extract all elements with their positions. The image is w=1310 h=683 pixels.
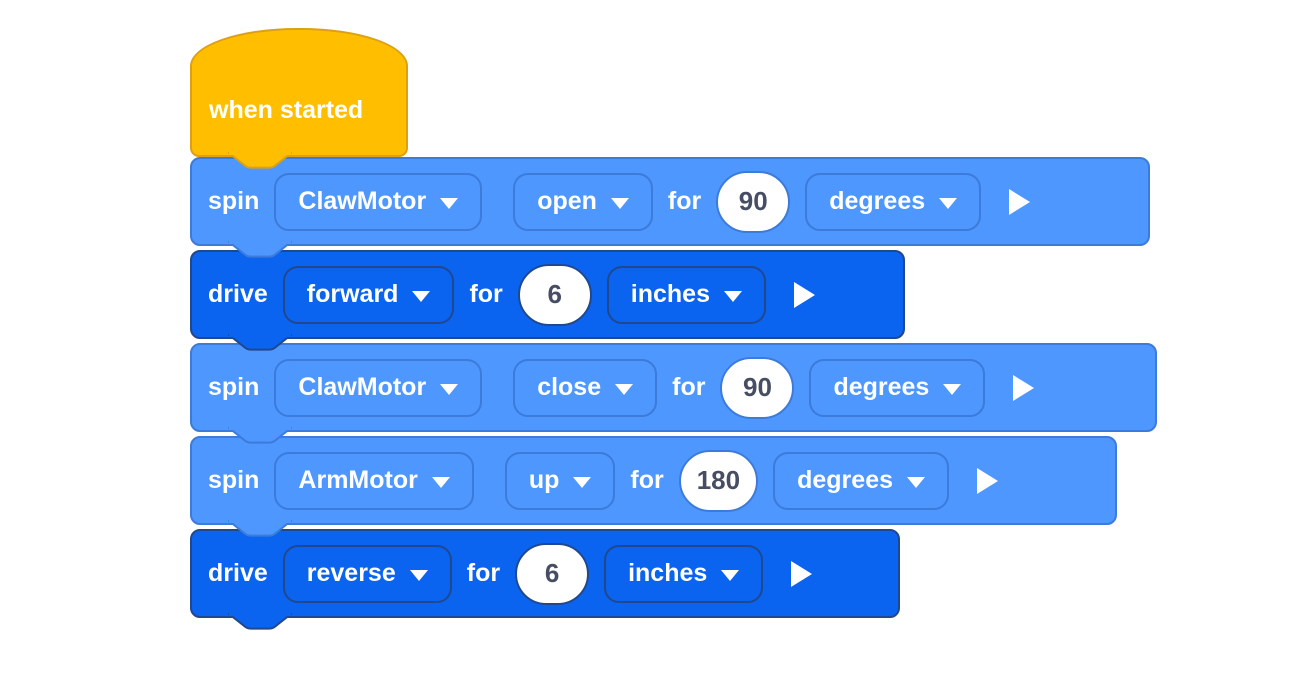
play-icon: [1013, 374, 1035, 401]
connector-tab-icon: [228, 152, 292, 169]
for-label: for: [466, 559, 501, 587]
drive-block-1[interactable]: drive forward for 6 inches: [190, 250, 905, 351]
spin-block-2[interactable]: spin ClawMotor close for 90 degrees: [190, 343, 1157, 444]
value-input[interactable]: 6: [517, 263, 592, 326]
unit-dropdown[interactable]: inches: [604, 544, 764, 603]
spin-block-3[interactable]: spin ArmMotor up for 180 degrees: [190, 436, 1117, 537]
chevron-down-icon: [431, 476, 450, 488]
play-icon: [977, 467, 998, 494]
chevron-down-icon: [409, 569, 428, 581]
direction-dropdown[interactable]: up: [504, 451, 616, 510]
connector-tab-icon: [228, 241, 292, 258]
verb-label: spin: [208, 187, 260, 215]
when-started-hat-block[interactable]: when started: [190, 28, 408, 169]
unit-dropdown[interactable]: inches: [606, 265, 766, 324]
drive-block-2[interactable]: drive reverse for 6 inches: [190, 529, 900, 630]
chevron-down-icon: [440, 197, 459, 209]
value-input[interactable]: 180: [678, 449, 759, 512]
direction-dropdown[interactable]: open: [513, 172, 653, 231]
connector-tab-icon: [228, 427, 292, 444]
direction-dropdown-value: open: [537, 187, 597, 215]
unit-dropdown-value: degrees: [833, 373, 930, 401]
verb-label: spin: [208, 466, 260, 494]
chevron-down-icon: [721, 569, 740, 581]
for-label: for: [667, 187, 702, 215]
motor-dropdown-value: ArmMotor: [298, 466, 418, 494]
unit-dropdown-value: inches: [630, 280, 710, 308]
motor-dropdown-value: ClawMotor: [298, 187, 427, 215]
unit-dropdown[interactable]: degrees: [809, 358, 986, 417]
value-input[interactable]: 6: [515, 542, 590, 605]
direction-dropdown-value: close: [537, 373, 602, 401]
play-icon: [791, 560, 813, 587]
chevron-down-icon: [573, 476, 592, 488]
chevron-down-icon: [943, 383, 962, 395]
connector-tab-icon: [228, 334, 292, 351]
spin-block-1[interactable]: spin ClawMotor open for 90 degrees: [190, 157, 1150, 258]
for-label: for: [630, 466, 664, 494]
chevron-down-icon: [615, 383, 634, 395]
chevron-down-icon: [610, 197, 629, 209]
for-label: for: [672, 373, 706, 401]
connector-tab-icon: [228, 520, 292, 537]
play-icon: [1009, 188, 1031, 215]
motor-dropdown[interactable]: ArmMotor: [274, 451, 474, 510]
for-label: for: [469, 280, 503, 308]
direction-dropdown[interactable]: close: [513, 358, 658, 417]
play-icon: [793, 281, 815, 308]
when-started-label: when started: [209, 96, 364, 124]
direction-dropdown-value: up: [528, 466, 560, 494]
motor-dropdown[interactable]: ClawMotor: [274, 172, 483, 231]
value-input[interactable]: 90: [716, 170, 791, 233]
chevron-down-icon: [939, 197, 958, 209]
motor-dropdown[interactable]: ClawMotor: [274, 358, 483, 417]
chevron-down-icon: [440, 383, 459, 395]
chevron-down-icon: [907, 476, 925, 488]
verb-label: spin: [208, 373, 260, 401]
chevron-down-icon: [723, 290, 742, 302]
verb-label: drive: [208, 280, 268, 308]
direction-dropdown-value: reverse: [306, 559, 396, 587]
direction-dropdown-value: forward: [306, 280, 399, 308]
unit-dropdown[interactable]: degrees: [773, 451, 949, 510]
direction-dropdown[interactable]: forward: [282, 265, 455, 324]
connector-tab-icon: [228, 613, 292, 630]
value-input[interactable]: 90: [720, 356, 795, 419]
unit-dropdown-value: degrees: [797, 466, 893, 494]
chevron-down-icon: [412, 290, 431, 302]
unit-dropdown[interactable]: degrees: [805, 172, 982, 231]
verb-label: drive: [208, 559, 268, 587]
unit-dropdown-value: degrees: [829, 187, 926, 215]
unit-dropdown-value: inches: [628, 559, 708, 587]
direction-dropdown[interactable]: reverse: [282, 544, 452, 603]
motor-dropdown-value: ClawMotor: [298, 373, 427, 401]
script-stack: when started spin ClawMotor open for 90 …: [190, 28, 1157, 630]
